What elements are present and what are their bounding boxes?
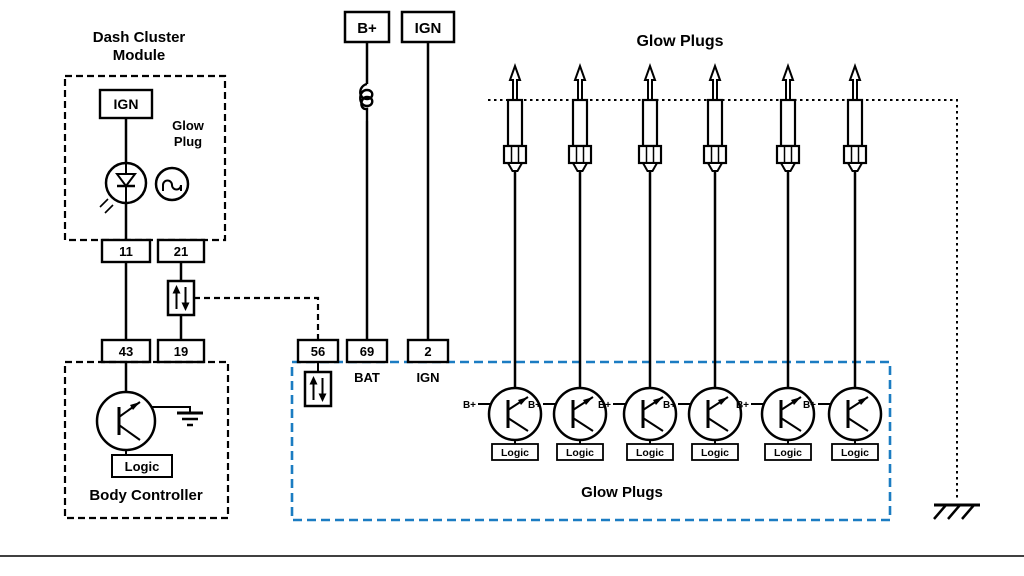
output-transistor-icon: [95, 390, 157, 452]
glow-plug-module-label: Glow Plugs: [581, 484, 663, 501]
ign-source-box: [400, 10, 456, 44]
glow-plug-channel-6: [801, 64, 883, 462]
pin-19-label: 19: [174, 344, 188, 359]
supply-section: B+ IGN 56 69 2 BAT IGN: [296, 10, 456, 408]
glow-plug-module-box: [290, 360, 892, 522]
pin-43: 43: [100, 338, 152, 364]
glow-plug-bank: Glow Plugs Glow Plugs: [290, 33, 980, 522]
pin-11: 11: [100, 238, 152, 264]
glow-plug-channel-4: [661, 64, 743, 462]
pin-2-label: 2: [424, 344, 431, 359]
pin-19: 19: [156, 338, 206, 364]
pin-69-label: 69: [360, 344, 374, 359]
dash-cluster-title: Dash Cluster: [93, 29, 186, 46]
fusible-link-icon: [359, 82, 374, 121]
data-link-wire: [194, 296, 320, 340]
pin-56-label: 56: [311, 344, 325, 359]
body-controller: 43 19 Logic Body Controller: [63, 338, 230, 520]
module-connector-icon: [303, 370, 333, 408]
cluster-connector-icon: [166, 279, 196, 317]
bplus-source-box: [343, 10, 391, 44]
pin-21-label: 21: [174, 244, 188, 259]
glow-plugs-title: Glow Plugs: [636, 33, 723, 50]
glow-plug-channel-2: [526, 64, 608, 462]
body-controller-box: [63, 360, 230, 520]
pin-2: 2: [406, 338, 450, 364]
pin-2-name: IGN: [416, 370, 439, 385]
pin-69: 69: [345, 338, 389, 364]
ground-icon: [933, 503, 980, 520]
glow-plug-coil-icon: [154, 166, 190, 202]
controller-logic-box: [111, 454, 173, 478]
dash-cluster-title-line2: Module: [113, 47, 166, 64]
pin-43-label: 43: [119, 344, 133, 359]
pin-69-name: BAT: [354, 370, 380, 385]
glow-plug-indicator-label: Glow: [172, 118, 205, 133]
dash-cluster-box: [63, 74, 227, 242]
pin-11-label: 11: [119, 244, 133, 259]
glow-plug-indicator-label-line2: Plug: [174, 134, 202, 149]
indicator-lamp-icon: [99, 161, 148, 214]
pin-21: 21: [156, 238, 206, 264]
pin-56: 56: [296, 338, 340, 364]
bplus-source-label: B+: [357, 20, 377, 37]
ign-source-label: IGN: [415, 20, 442, 37]
controller-ground-icon: [151, 406, 203, 427]
controller-logic-label: Logic: [125, 459, 160, 474]
cluster-ign-label: IGN: [114, 96, 139, 112]
cluster-ign-box: [98, 88, 154, 120]
body-controller-title: Body Controller: [89, 487, 202, 504]
dash-cluster-module: Dash Cluster Module IGN Glow Plug 11: [63, 29, 320, 340]
